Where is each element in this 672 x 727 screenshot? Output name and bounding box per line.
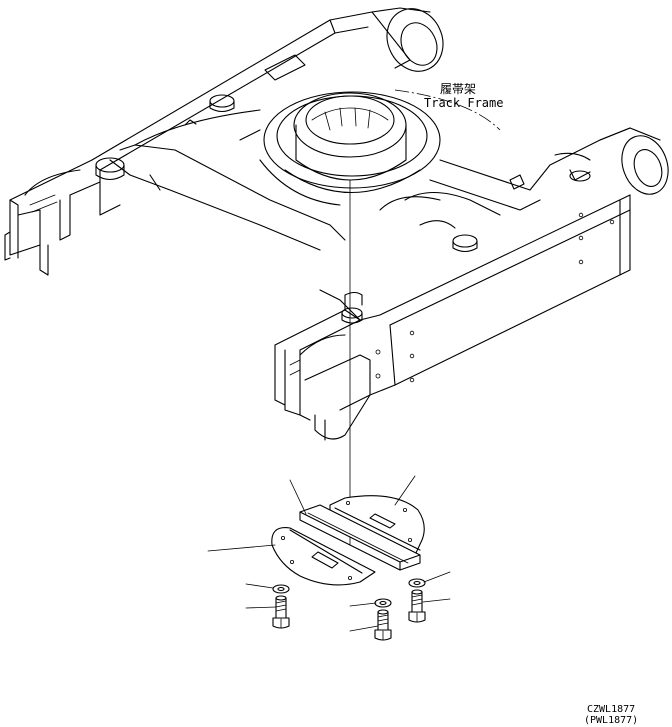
leader-lines bbox=[207, 475, 451, 632]
drawing-code-alt: (PWL1877) bbox=[584, 715, 639, 726]
washer-1 bbox=[272, 584, 290, 594]
track-frame bbox=[4, 7, 669, 441]
drawing-code: CZWL1877 bbox=[587, 704, 636, 715]
bolt-3 bbox=[408, 589, 426, 623]
washer-2 bbox=[374, 598, 392, 608]
part-label-japanese: 履帯架 bbox=[440, 82, 477, 96]
bolt-1 bbox=[272, 595, 290, 629]
bolt-2 bbox=[374, 609, 392, 641]
part-label-english: Track Frame bbox=[424, 96, 504, 110]
cover-plates bbox=[271, 495, 425, 586]
washer-3 bbox=[408, 578, 426, 588]
